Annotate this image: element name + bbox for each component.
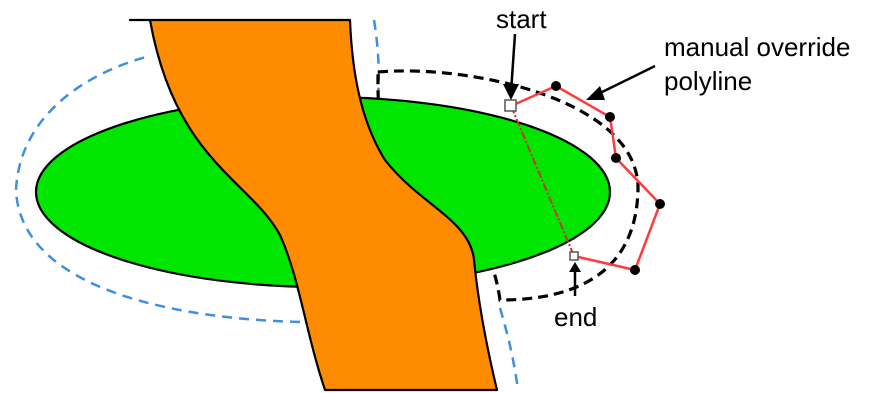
start-marker [504, 99, 517, 112]
end-label: end [554, 302, 597, 332]
end-arrowhead [569, 262, 581, 272]
override-label-line1: manual override [664, 32, 850, 62]
start-label: start [496, 4, 547, 34]
blue-dashed-vertical-bottom [498, 307, 520, 391]
start-arrow [509, 33, 517, 93]
orange-road [128, 18, 499, 392]
chord-line [510, 105, 575, 257]
end-marker [569, 251, 579, 261]
polyline-vertex [611, 153, 621, 163]
polyline-vertex [605, 112, 615, 122]
blue-dashed-vertical-top [372, 19, 381, 99]
override-arrowhead [586, 86, 605, 100]
polyline-vertex [630, 265, 640, 275]
polyline-vertex [655, 199, 665, 209]
polyline-vertex [551, 81, 561, 91]
override-label-line2: polyline [664, 66, 752, 96]
start-arrowhead [503, 84, 519, 100]
override-arrow [595, 64, 656, 97]
